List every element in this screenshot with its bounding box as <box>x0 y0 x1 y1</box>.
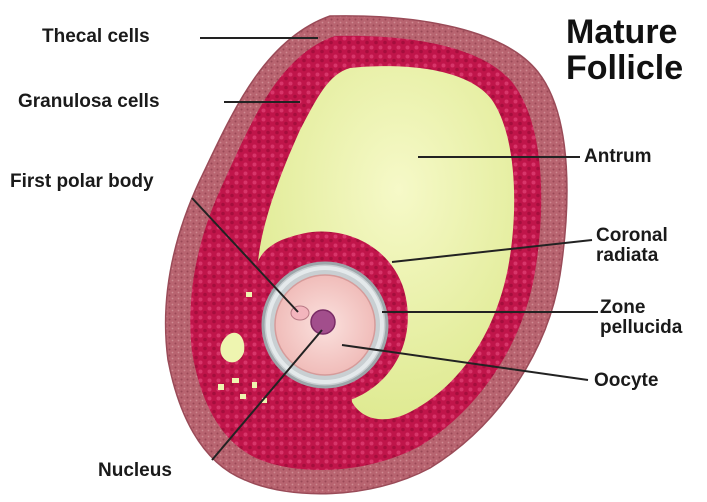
label-granulosa-cells: Granulosa cells <box>18 92 160 112</box>
label-coronal-line-1: Coronal <box>596 226 668 246</box>
label-oocyte: Oocyte <box>594 371 658 391</box>
label-zone-line-1: Zone <box>600 298 682 318</box>
label-zone-line-2: pellucida <box>600 318 682 338</box>
label-thecal-cells: Thecal cells <box>42 27 150 47</box>
title-line-1: Mature <box>566 14 706 50</box>
label-coronal-line-2: radiata <box>596 246 668 266</box>
nucleus-shape <box>311 310 335 334</box>
label-antrum: Antrum <box>584 147 652 167</box>
label-zone-pellucida: Zone pellucida <box>600 298 682 338</box>
label-first-polar-body: First polar body <box>10 172 154 192</box>
label-nucleus: Nucleus <box>98 461 172 481</box>
label-coronal-radiata: Coronal radiata <box>596 226 668 266</box>
title-line-2: Follicle <box>566 50 706 86</box>
diagram-title: Mature Follicle <box>566 14 706 86</box>
